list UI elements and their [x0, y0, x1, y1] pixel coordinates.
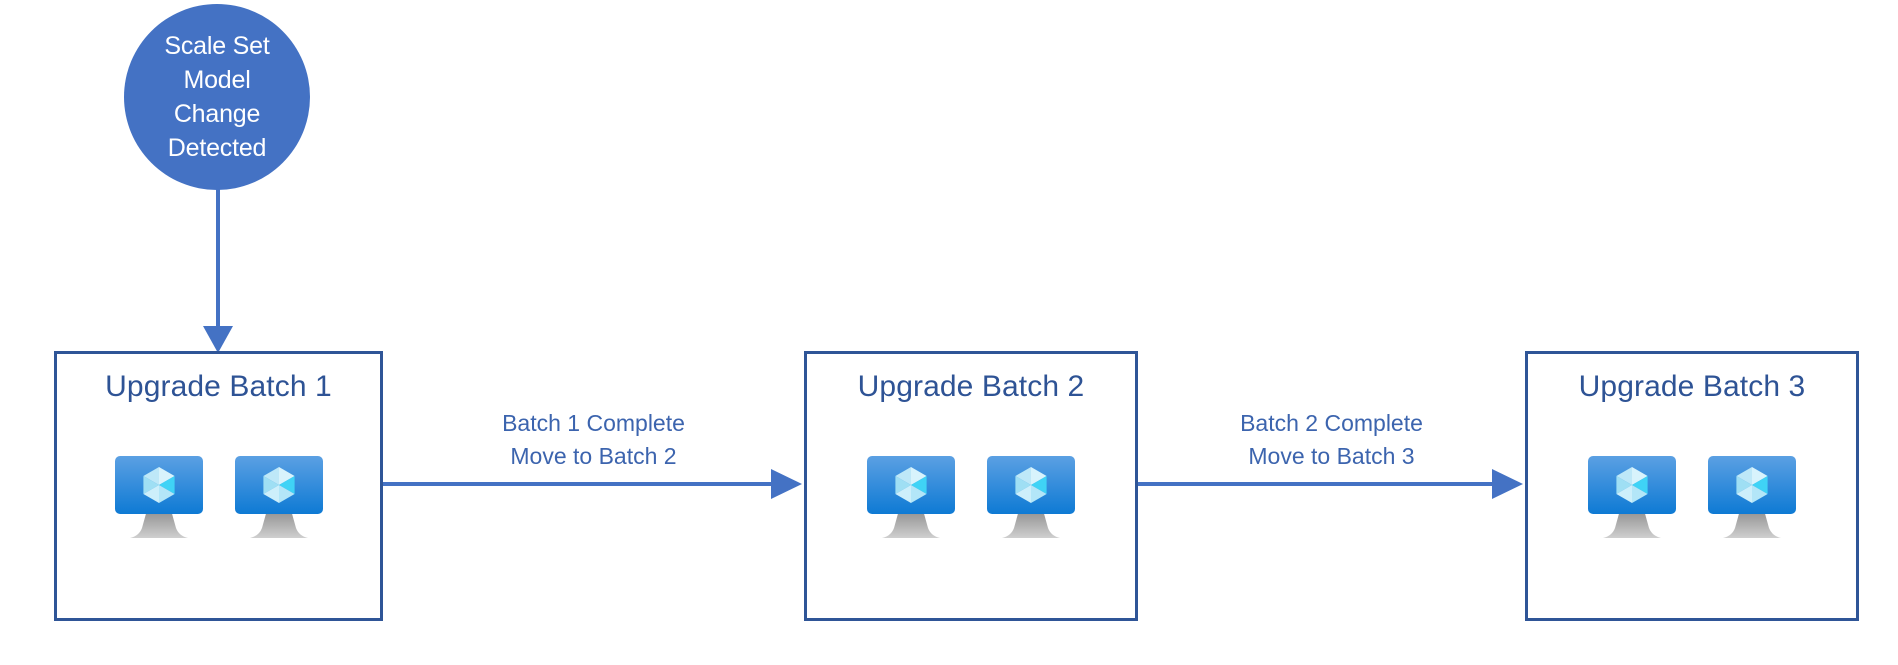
virtual-machine-icon[interactable]	[985, 450, 1077, 542]
trigger-line-2: Model	[183, 66, 251, 94]
connector-batch-1-to-batch-2: Batch 1 Complete Move to Batch 2	[383, 410, 804, 513]
virtual-machine-icon[interactable]	[865, 450, 957, 542]
connector-arrow	[1138, 469, 1523, 499]
trigger-line-4: Detected	[167, 134, 267, 162]
trigger-line-1: Scale Set	[164, 32, 270, 60]
connector-label-line-1: Batch 1 Complete	[502, 410, 685, 436]
virtual-machine-icon[interactable]	[1586, 450, 1678, 542]
batch-title: Upgrade Batch 3	[1578, 370, 1806, 403]
arrowhead-down-icon	[203, 326, 233, 353]
batch-title: Upgrade Batch 2	[857, 370, 1085, 403]
vm-list	[1528, 450, 1856, 542]
virtual-machine-icon[interactable]	[1706, 450, 1798, 542]
batch-box-upgrade-batch-3[interactable]: Upgrade Batch 3	[1525, 351, 1859, 621]
batch-title: Upgrade Batch 1	[105, 370, 332, 403]
trigger-line-3: Change	[173, 100, 261, 128]
connector-trigger-to-batch-1	[203, 185, 233, 353]
trigger-node-scale-set-model-change-detected[interactable]: Scale Set Model Change Detected	[124, 4, 310, 190]
connector-arrow	[383, 469, 802, 499]
vm-list	[807, 450, 1135, 542]
virtual-machine-icon[interactable]	[113, 450, 205, 542]
batch-box-upgrade-batch-2[interactable]: Upgrade Batch 2	[804, 351, 1138, 621]
connector-label-line-1: Batch 2 Complete	[1240, 410, 1423, 436]
arrowhead-right-icon	[1492, 469, 1523, 499]
vm-list	[57, 450, 380, 542]
arrowhead-right-icon	[771, 469, 802, 499]
connector-batch-2-to-batch-3: Batch 2 Complete Move to Batch 3	[1138, 410, 1525, 513]
batch-box-upgrade-batch-1[interactable]: Upgrade Batch 1	[54, 351, 383, 621]
virtual-machine-icon[interactable]	[233, 450, 325, 542]
